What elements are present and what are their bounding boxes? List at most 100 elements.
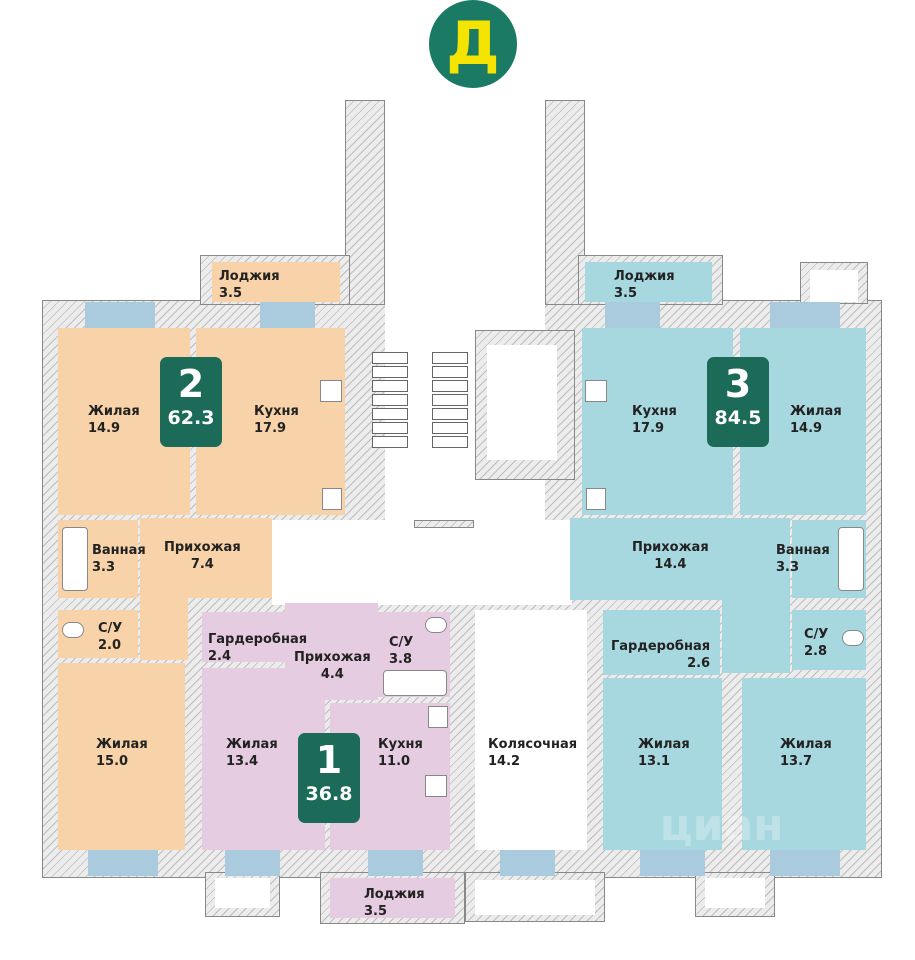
sink-icon [428, 706, 448, 728]
sink-icon [322, 488, 342, 510]
room-area: 2.0 [98, 638, 122, 653]
apt3-hallway-ext[interactable] [722, 598, 790, 673]
toilet-icon [425, 617, 447, 633]
room-area: 3.5 [614, 286, 638, 301]
stair-step [372, 394, 408, 406]
section-letter: Д [446, 9, 500, 79]
apt3-hallway[interactable] [570, 518, 790, 600]
corridor [272, 520, 572, 605]
toilet-icon [842, 630, 864, 646]
stair-step [432, 408, 468, 420]
stove-icon [320, 380, 342, 402]
window [640, 850, 705, 876]
room-name: Кухня [378, 737, 423, 752]
room-name: Жилая [780, 737, 832, 752]
stair-step [372, 422, 408, 434]
room-name: Лоджия [614, 269, 675, 284]
apartment-area: 36.8 [305, 783, 353, 805]
room-name: Жилая [790, 404, 842, 419]
apt3-loggia[interactable] [585, 262, 712, 302]
apt2-hallway[interactable] [140, 518, 272, 598]
apartment-area: 62.3 [167, 407, 215, 429]
window [770, 850, 840, 876]
balcony-inner [705, 878, 765, 908]
elevator [487, 345, 557, 460]
section-badge: Д [429, 0, 517, 88]
room-label: Ванная 3.3 [776, 542, 830, 576]
room-name: Лоджия [364, 887, 425, 902]
room-label: Ванная 3.3 [92, 542, 146, 576]
apt3-living-2[interactable] [603, 678, 722, 850]
apt3-wardrobe[interactable] [603, 610, 720, 675]
apartment-number: 2 [177, 362, 205, 406]
room-area: 13.1 [638, 754, 671, 769]
stair-step [432, 436, 468, 448]
window [605, 302, 660, 328]
stair-step [372, 436, 408, 448]
room-label: Жилая 14.9 [790, 403, 842, 437]
room-label: Гардеробная 2.4 [208, 631, 307, 665]
window [500, 850, 555, 876]
stroller-room[interactable] [475, 610, 587, 850]
room-area: 14.9 [790, 421, 823, 436]
stove-icon [585, 380, 607, 402]
room-area: 7.4 [190, 557, 214, 572]
window [88, 850, 158, 876]
room-label: Жилая 13.7 [780, 736, 832, 770]
toilet-icon [62, 622, 84, 638]
stair-step [372, 380, 408, 392]
room-name: Ванная [776, 543, 830, 558]
room-area: 3.8 [389, 652, 413, 667]
room-area: 17.9 [254, 421, 287, 436]
room-label: Колясочная 14.2 [488, 736, 577, 770]
room-area: 13.4 [226, 754, 259, 769]
room-area: 2.4 [208, 649, 232, 664]
room-name: Кухня [254, 404, 299, 419]
stair-step [372, 408, 408, 420]
room-area: 4.4 [320, 667, 344, 682]
stair-step [372, 366, 408, 378]
room-name: Прихожая [164, 540, 241, 555]
room-area: 14.2 [488, 754, 521, 769]
landing-wall [414, 520, 474, 528]
apartment-number: 3 [724, 362, 752, 406]
stair-step [432, 380, 468, 392]
room-label: Лоджия 3.5 [364, 886, 425, 920]
apt2-hallway-ext[interactable] [140, 598, 188, 660]
room-area: 14.4 [654, 557, 687, 572]
window [225, 850, 280, 876]
room-name: Колясочная [488, 737, 578, 752]
room-area: 13.7 [780, 754, 813, 769]
room-name: Жилая [226, 737, 278, 752]
room-name: Гардеробная [208, 632, 308, 647]
room-label: Кухня 17.9 [254, 403, 299, 437]
room-area: 3.5 [364, 904, 388, 919]
apartment-number: 1 [315, 738, 343, 782]
room-area: 17.9 [632, 421, 665, 436]
room-area: 2.8 [804, 644, 828, 659]
room-name: Ванная [92, 543, 146, 558]
bathtub-icon [62, 527, 88, 591]
apt1-wardrobe[interactable] [202, 612, 287, 662]
room-area: 3.3 [92, 560, 116, 575]
room-label: Прихожая 7.4 [164, 539, 241, 573]
stair-step [432, 422, 468, 434]
stair-step [432, 352, 468, 364]
room-name: С/У [389, 635, 414, 650]
apt2-loggia[interactable] [212, 262, 340, 302]
apt2-living-2[interactable] [58, 663, 185, 850]
room-area: 3.3 [776, 560, 800, 575]
room-label: Жилая 13.4 [226, 736, 278, 770]
window [770, 302, 840, 328]
apt3-living-3[interactable] [742, 678, 866, 850]
room-name: С/У [98, 621, 123, 636]
apt1-loggia[interactable] [330, 878, 455, 918]
stair-step [372, 352, 408, 364]
